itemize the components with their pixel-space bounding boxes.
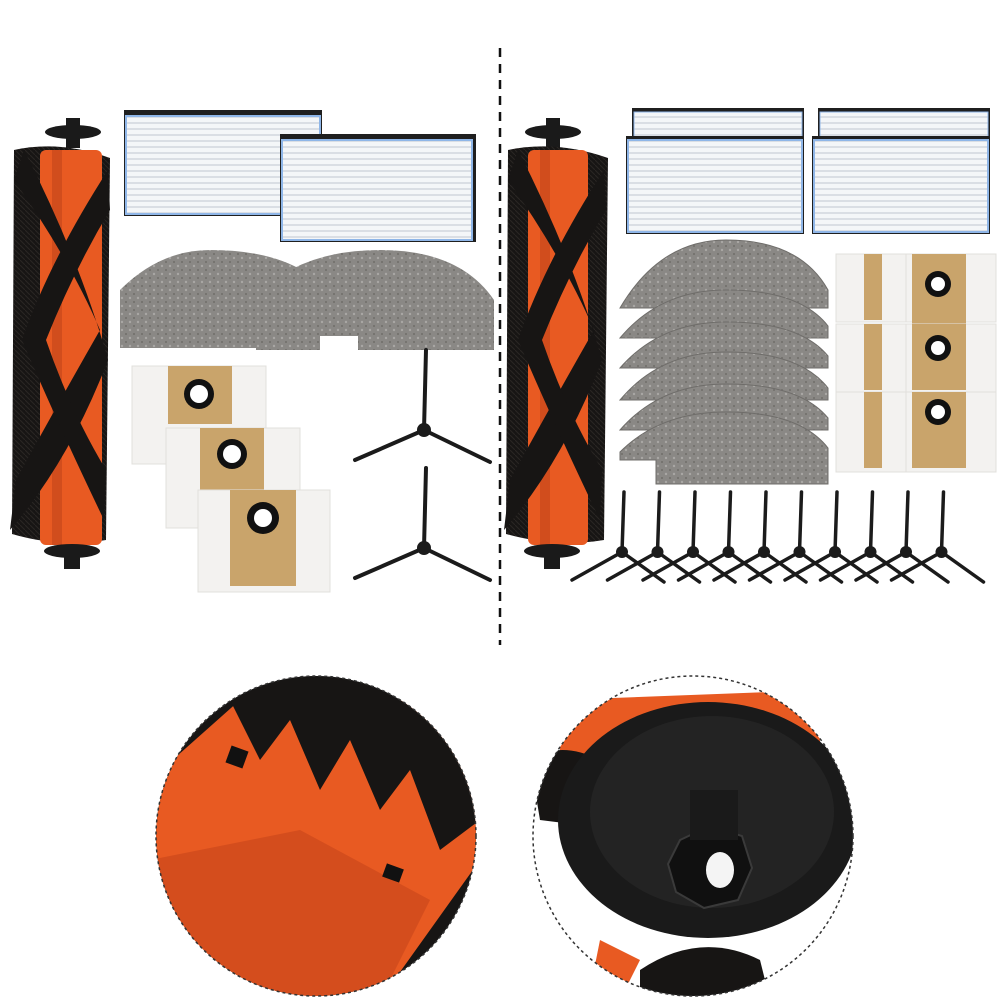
side-brush bbox=[353, 466, 492, 582]
dust-bag bbox=[835, 323, 911, 393]
dust-bag bbox=[197, 489, 331, 593]
side-brush bbox=[676, 490, 773, 584]
mop-pad bbox=[618, 351, 829, 401]
mop-pad bbox=[256, 250, 494, 350]
side-brush bbox=[712, 490, 808, 584]
side-brush bbox=[783, 490, 879, 584]
main-brush bbox=[10, 118, 110, 569]
detail-bristle-closeup bbox=[155, 675, 477, 997]
dust-bag bbox=[905, 391, 997, 473]
hepa-filter bbox=[812, 136, 990, 234]
detail-end-cap-closeup bbox=[532, 675, 854, 997]
side-brush bbox=[889, 490, 986, 584]
dust-bag bbox=[835, 253, 911, 323]
side-brush bbox=[570, 490, 666, 584]
dust-bag bbox=[905, 253, 997, 324]
mop-pad bbox=[618, 289, 829, 339]
dust-bag bbox=[905, 323, 997, 393]
mop-pad bbox=[618, 321, 829, 369]
side-brush bbox=[818, 490, 915, 584]
right-kit bbox=[504, 108, 997, 584]
hepa-filter bbox=[280, 134, 476, 242]
hepa-filter bbox=[626, 136, 804, 234]
side-brush bbox=[641, 490, 737, 584]
main-brush bbox=[504, 118, 608, 569]
side-brush bbox=[854, 490, 950, 584]
side-brush bbox=[747, 490, 844, 584]
side-brush bbox=[353, 348, 492, 464]
dust-bag bbox=[835, 391, 911, 473]
side-brush bbox=[605, 490, 702, 584]
mop-pad bbox=[619, 239, 829, 309]
left-kit bbox=[10, 110, 494, 593]
mop-pad bbox=[619, 411, 829, 485]
